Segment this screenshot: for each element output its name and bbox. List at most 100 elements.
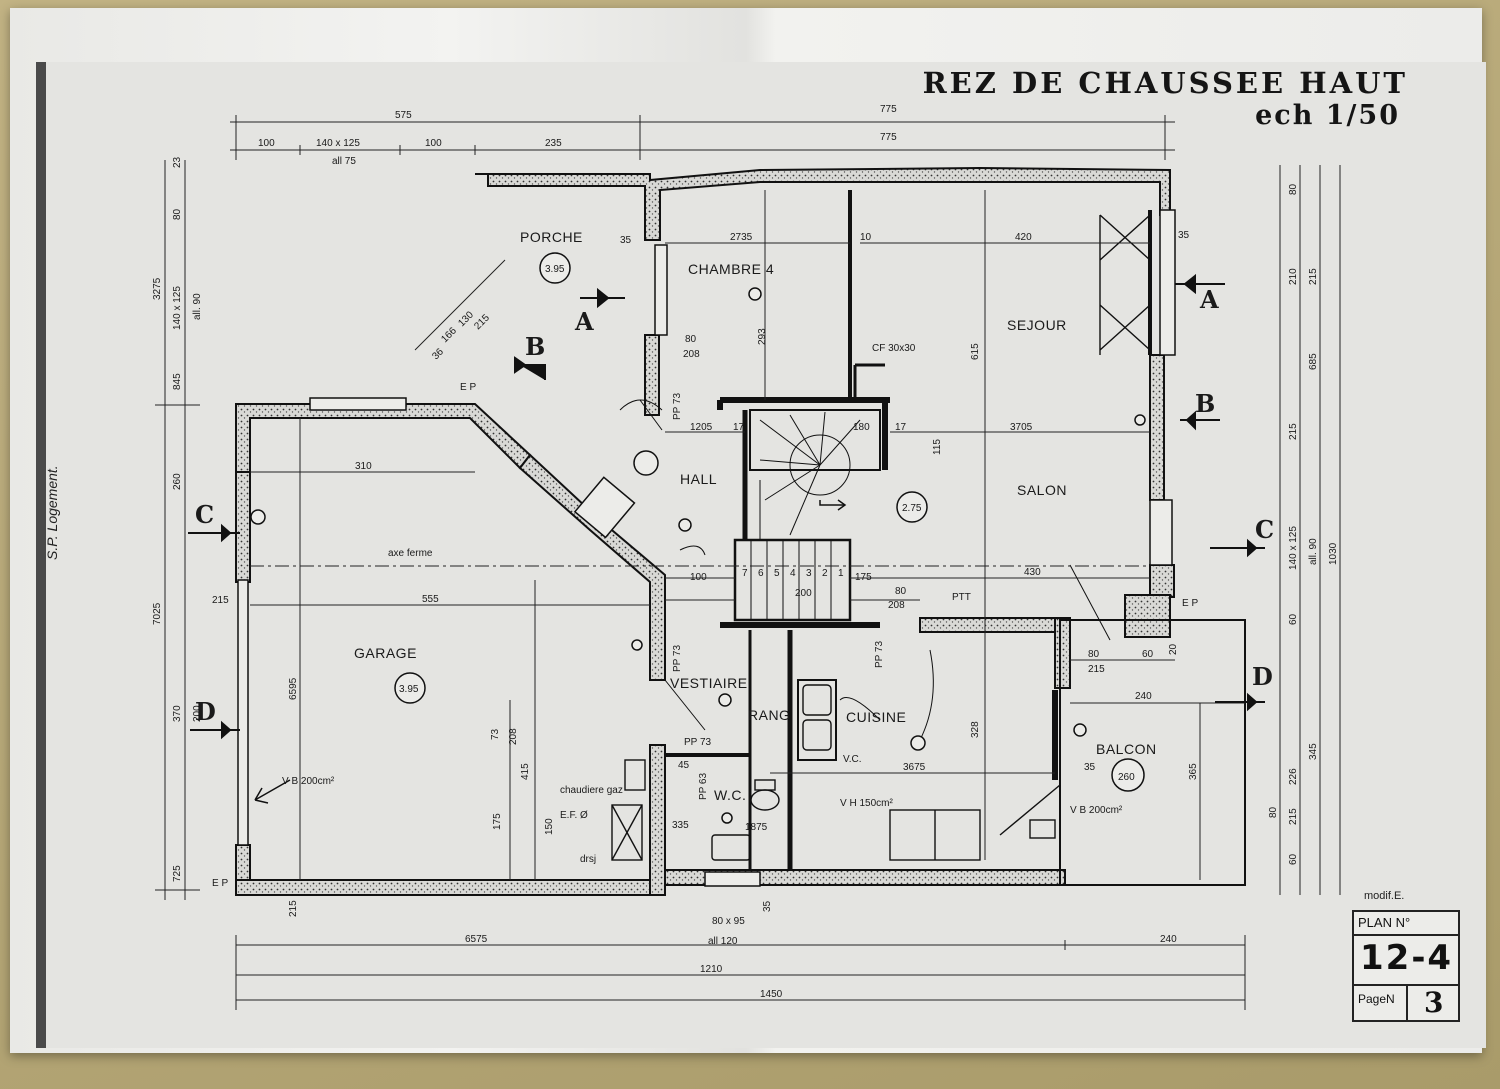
step-2: 2 bbox=[822, 568, 828, 579]
note-pp73-d: PP 73 bbox=[874, 641, 885, 668]
dimension-left_215: 215 bbox=[212, 595, 229, 606]
section-a-left: A bbox=[574, 307, 594, 336]
note-window-all75: all 75 bbox=[332, 156, 356, 167]
dimension-bot_35: 35 bbox=[762, 900, 773, 912]
dimension-right_685: 685 bbox=[1308, 353, 1319, 370]
dimension-right_80: 80 bbox=[1288, 183, 1299, 195]
dimension-d215a: 215 bbox=[1088, 664, 1105, 675]
dimension-d35a: 35 bbox=[620, 235, 632, 246]
dimension-d3705: 3705 bbox=[1010, 422, 1033, 433]
note-axe-ferme: axe ferme bbox=[388, 548, 433, 559]
step-6: 6 bbox=[758, 568, 764, 579]
dimension-left_725: 725 bbox=[172, 865, 183, 882]
note-vb-garage: V B 200cm² bbox=[282, 776, 335, 787]
dimension-right_140x125: 140 x 125 bbox=[1288, 526, 1299, 570]
dimension-d80c: 80 bbox=[1088, 649, 1100, 660]
dimension-top_775a: 775 bbox=[880, 104, 897, 115]
note-ef: E.F. Ø bbox=[560, 810, 588, 821]
dimension-left_200: 200 bbox=[192, 705, 203, 722]
dimension-top_775b: 775 bbox=[880, 132, 897, 143]
dimension-right_80b: 80 bbox=[1268, 806, 1279, 818]
section-d-right: D bbox=[1252, 662, 1273, 691]
dimension-d293: 293 bbox=[757, 328, 768, 345]
note-ep-1: E P bbox=[460, 382, 476, 393]
dimension-d17b: 17 bbox=[895, 422, 907, 433]
dimension-d555: 555 bbox=[422, 594, 439, 605]
room-sejour: SEJOUR bbox=[1007, 317, 1067, 333]
dimension-top_100b: 100 bbox=[425, 138, 442, 149]
step-3: 3 bbox=[806, 568, 812, 579]
note-vb-balcon: V B 200cm² bbox=[1070, 805, 1123, 816]
staircase bbox=[733, 409, 881, 622]
dimension-right_60b: 60 bbox=[1288, 853, 1299, 865]
dimension-d35c: 35 bbox=[1084, 762, 1096, 773]
dimension-d20: 20 bbox=[1168, 643, 1179, 655]
hall-level: 2.75 bbox=[902, 503, 922, 514]
dimension-left_all90: all. 90 bbox=[192, 293, 203, 320]
plan-notes: axe ferme V B 200cm² V B 200cm² chaudier… bbox=[212, 138, 1198, 947]
dimension-d60: 60 bbox=[1142, 649, 1154, 660]
dimension-d73: 73 bbox=[490, 728, 501, 740]
dimension-top_575: 575 bbox=[395, 110, 412, 121]
dimension-d2735: 2735 bbox=[730, 232, 753, 243]
note-chaudiere: chaudiere gaz bbox=[560, 785, 623, 796]
dimension-d3675: 3675 bbox=[903, 762, 926, 773]
dimension-left_370: 370 bbox=[172, 705, 183, 722]
dimension-d328: 328 bbox=[970, 721, 981, 738]
dimension-d215b: 215 bbox=[472, 312, 492, 332]
dimension-bot_1210: 1210 bbox=[700, 964, 723, 975]
dimension-d36: 36 bbox=[430, 346, 446, 362]
dimension-bot_215: 215 bbox=[288, 900, 299, 917]
dimension-d335: 335 bbox=[672, 820, 689, 831]
section-b-left: B bbox=[525, 332, 545, 361]
section-b-right: B bbox=[1195, 389, 1215, 418]
drawing-scale: ech 1/50 bbox=[1255, 100, 1400, 131]
room-garage: GARAGE bbox=[354, 645, 417, 661]
dimension-d208c: 208 bbox=[508, 728, 519, 745]
dimension-d1205: 1205 bbox=[690, 422, 713, 433]
dimension-bot_1450: 1450 bbox=[760, 989, 783, 1000]
section-arrows bbox=[188, 273, 1265, 740]
note-pp73-b: PP 73 bbox=[672, 393, 683, 420]
dimension-left_140x125: 140 x 125 bbox=[172, 286, 183, 330]
step-1: 1 bbox=[838, 568, 844, 579]
light-points bbox=[250, 287, 1146, 824]
dimension-right_1030: 1030 bbox=[1328, 542, 1339, 565]
dimension-right_215b: 215 bbox=[1288, 423, 1299, 440]
step-5: 5 bbox=[774, 568, 780, 579]
dimension-left_80: 80 bbox=[172, 208, 183, 220]
section-a-right: A bbox=[1199, 285, 1219, 314]
dimension-d80a: 80 bbox=[685, 334, 697, 345]
note-vh: V H 150cm² bbox=[840, 798, 893, 809]
porche-level: 3.95 bbox=[545, 264, 565, 275]
room-chambre-4: CHAMBRE 4 bbox=[688, 261, 774, 277]
dimension-d615: 615 bbox=[970, 343, 981, 360]
page-number: 3 bbox=[1424, 986, 1444, 1019]
section-labels: A A B B C C D D bbox=[195, 285, 1274, 726]
room-labels: PORCHE 3.95 CHAMBRE 4 SEJOUR SALON HALL … bbox=[354, 229, 1157, 803]
room-balcon: BALCON bbox=[1096, 741, 1157, 757]
dimension-d100: 100 bbox=[690, 572, 707, 583]
room-salon: SALON bbox=[1017, 482, 1067, 498]
dimension-d180: 180 bbox=[853, 422, 870, 433]
room-cuisine: CUISINE bbox=[846, 709, 906, 725]
dimension-right_215c: 215 bbox=[1288, 808, 1299, 825]
title-block: modif.E. PLAN N° 12-4 PageN 3 bbox=[1352, 890, 1460, 1022]
note-cf: CF 30x30 bbox=[872, 343, 916, 354]
dimension-top_235: 235 bbox=[545, 138, 562, 149]
note-ep-2: E P bbox=[212, 878, 228, 889]
fixtures bbox=[254, 679, 1061, 861]
dimension-left_23: 23 bbox=[172, 156, 183, 168]
dimension-d208a: 208 bbox=[683, 349, 700, 360]
dimension-left_7025: 7025 bbox=[152, 602, 163, 625]
dimension-d415: 415 bbox=[520, 763, 531, 780]
dimension-d430: 430 bbox=[1024, 567, 1041, 578]
room-vestiaire: VESTIAIRE bbox=[670, 675, 748, 691]
modification-note: modif.E. bbox=[1364, 890, 1405, 902]
dimension-d45: 45 bbox=[678, 760, 690, 771]
dimension-left_845: 845 bbox=[172, 373, 183, 390]
dimension-d166: 166 bbox=[439, 325, 459, 345]
dimension-right_345: 345 bbox=[1308, 743, 1319, 760]
page-number-label: PageN bbox=[1358, 992, 1395, 1006]
dimension-d310: 310 bbox=[355, 461, 372, 472]
